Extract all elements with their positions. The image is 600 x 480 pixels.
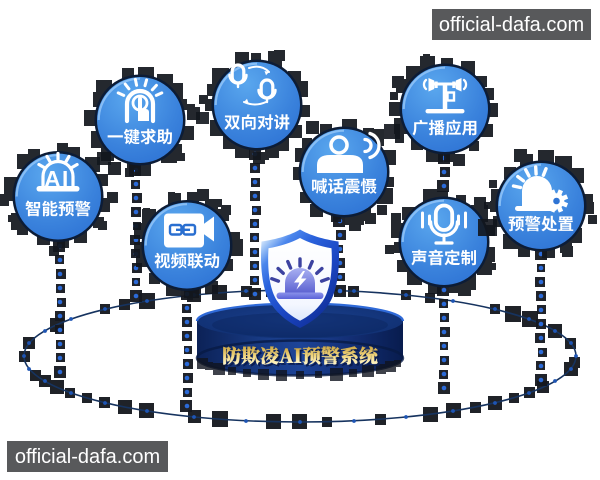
svg-text:official-dafa.com: official-dafa.com <box>15 446 160 468</box>
svg-text:official-dafa.com: official-dafa.com <box>439 14 584 36</box>
svg-text:AI: AI <box>44 167 70 192</box>
